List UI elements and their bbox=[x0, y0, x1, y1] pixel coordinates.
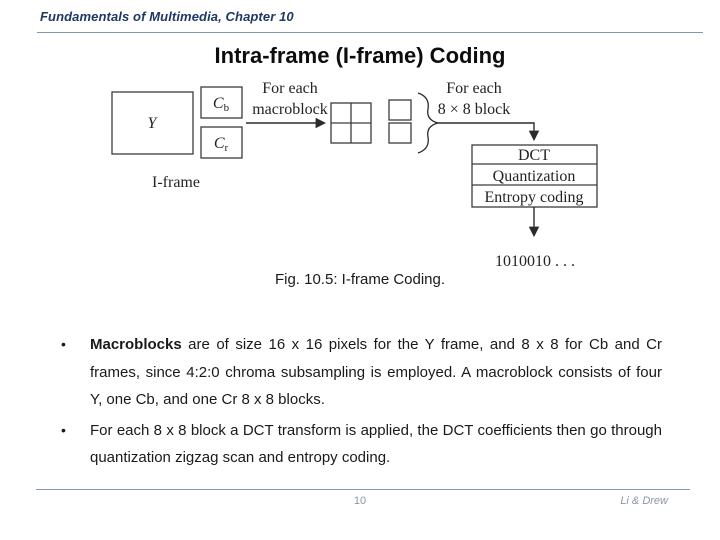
foreach-block-line2: 8 × 8 block bbox=[438, 101, 511, 118]
header-divider bbox=[37, 32, 703, 33]
iframe-label: I-frame bbox=[152, 174, 200, 191]
cr-box bbox=[200, 126, 243, 159]
y-frame-label: Y bbox=[148, 115, 159, 132]
bullet-marker: • bbox=[61, 421, 66, 438]
bullet-list: • Macroblocks are of size 16 x 16 pixels… bbox=[58, 331, 662, 475]
entropy-coding-label: Entropy coding bbox=[484, 189, 583, 206]
bullet-body-text: are of size 16 x 16 pixels for the Y fra… bbox=[90, 336, 662, 408]
block-to-dct-arrow bbox=[438, 122, 540, 142]
figure-caption: Fig. 10.5: I-frame Coding. bbox=[274, 271, 446, 288]
y-frame-rect bbox=[111, 91, 194, 155]
page-title: Intra-frame (I-frame) Coding bbox=[214, 43, 506, 68]
bitstream-label: 1010010 . . . bbox=[495, 253, 575, 270]
bullet-marker: • bbox=[61, 336, 66, 352]
iframe-coding-diagram: Y Cb Cr I-frame For each macroblock For … bbox=[111, 80, 598, 270]
cr-block-square bbox=[388, 122, 412, 144]
cb-label: Cb bbox=[213, 95, 230, 114]
footer-authors: Li & Drew bbox=[620, 495, 668, 507]
cb-box bbox=[200, 86, 243, 119]
bullet-dct-transform: • For each 8 x 8 block a DCT transform i… bbox=[58, 417, 662, 472]
grouping-brace bbox=[417, 92, 439, 154]
footer-divider bbox=[36, 489, 690, 490]
foreach-block-line1: For each bbox=[446, 80, 502, 97]
header-breadcrumb: Fundamentals of Multimedia, Chapter 10 bbox=[40, 9, 294, 24]
macroblock-grid bbox=[330, 102, 372, 144]
quantization-label: Quantization bbox=[493, 168, 576, 185]
bullet-lead-text: Macroblocks bbox=[90, 336, 182, 353]
cb-block-square bbox=[388, 99, 412, 121]
cr-label: Cr bbox=[214, 135, 229, 154]
page-number: 10 bbox=[353, 495, 367, 507]
bullet-macroblocks: • Macroblocks are of size 16 x 16 pixels… bbox=[58, 331, 662, 414]
dct-label: DCT bbox=[518, 147, 550, 164]
coding-stack: DCT Quantization Entropy coding bbox=[471, 144, 598, 208]
bullet-body-text: For each 8 x 8 block a DCT transform is … bbox=[90, 421, 662, 467]
foreach-macroblock-line2: macroblock bbox=[252, 101, 328, 118]
foreach-macroblock-line1: For each bbox=[262, 80, 318, 97]
